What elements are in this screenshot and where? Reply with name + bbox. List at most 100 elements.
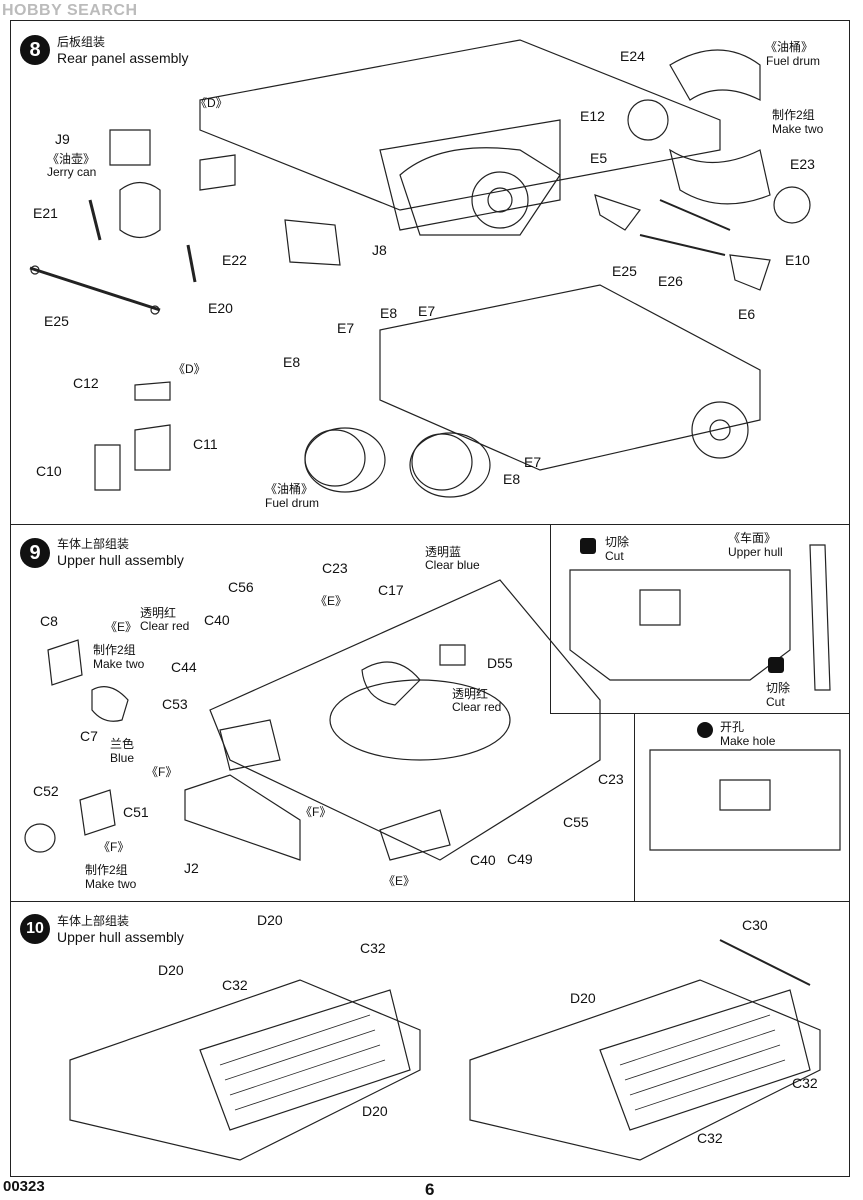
f-marker-3: 《F》 (98, 840, 130, 854)
road-wheel (471, 171, 529, 229)
cut-1-en: Cut (605, 549, 624, 563)
make-hole-en: Make hole (720, 734, 776, 748)
fuel-drum-half (669, 49, 761, 101)
clear-red-2-zh: 透明红 (452, 687, 489, 701)
part-j9: J9 (55, 131, 70, 147)
part-d20-d: D20 (570, 990, 596, 1006)
step-8-title-zh: 后板组装 (57, 35, 106, 49)
part-e20: E20 (208, 300, 233, 316)
part-c30: C30 (742, 917, 768, 933)
make-hole-zh: 开孔 (720, 720, 745, 734)
part-e7-a: E7 (337, 320, 355, 336)
part-c23-top: C23 (322, 560, 348, 576)
part-e25-left: E25 (44, 313, 69, 329)
make-two-en-9: Make two (93, 657, 145, 671)
make-two-2-zh: 制作2组 (85, 863, 128, 877)
upper-hull-zh: 《车面》 (728, 531, 777, 545)
clear-blue-zh: 透明蓝 (425, 545, 462, 559)
part-d20-b: D20 (158, 962, 184, 978)
clear-red-en: Clear red (140, 619, 190, 633)
jerry-can-zh: 《油壶》 (47, 152, 96, 166)
part-e26: E26 (658, 273, 683, 289)
part-e7-c: E7 (524, 454, 542, 470)
part-c52: C52 (33, 783, 59, 799)
part-c10: C10 (36, 463, 62, 479)
page-number: 6 (425, 1180, 435, 1199)
e-marker-3: 《E》 (383, 874, 416, 888)
part-c32-c: C32 (792, 1075, 818, 1091)
part-c55: C55 (563, 814, 589, 830)
blue-en: Blue (110, 751, 135, 765)
e-marker-1: 《E》 (315, 594, 348, 608)
part-e25-right: E25 (612, 263, 637, 279)
part-e8-c: E8 (503, 471, 521, 487)
part-e8-b: E8 (283, 354, 301, 370)
fuel-drum-2-en: Fuel drum (265, 496, 320, 510)
step-10-number: 10 (20, 914, 50, 944)
product-code: 00323 (3, 1178, 45, 1195)
cut-1-zh: 切除 (605, 535, 630, 549)
part-c7: C7 (80, 728, 98, 744)
part-e24: E24 (620, 48, 645, 64)
clear-red-2-en: Clear red (452, 700, 502, 714)
part-c40-top: C40 (204, 612, 230, 628)
fuel-drum-left (304, 427, 386, 493)
part-e23: E23 (790, 156, 815, 172)
fuel-drum-en: Fuel drum (766, 54, 821, 68)
clear-blue-en: Clear blue (425, 558, 480, 572)
clear-red-zh: 透明红 (140, 606, 177, 620)
make-two-zh-9: 制作2组 (93, 643, 136, 657)
step-9-title-zh: 车体上部组装 (57, 537, 130, 551)
part-e7-b: E7 (418, 303, 436, 319)
part-c12: C12 (73, 375, 99, 391)
part-j2: J2 (184, 860, 199, 876)
part-c23-right: C23 (598, 771, 624, 787)
d-marker-2: 《D》 (173, 362, 206, 376)
part-e6: E6 (738, 306, 756, 322)
part-e10: E10 (785, 252, 810, 268)
part-j8: J8 (372, 242, 387, 258)
step-9-number: 9 (20, 538, 50, 568)
part-d55: D55 (487, 655, 513, 671)
part-e8-a: E8 (380, 305, 398, 321)
make-two-en: Make two (772, 122, 824, 136)
hull-outline-top (199, 39, 721, 211)
step-8-title-en: Rear panel assembly (57, 50, 189, 66)
upper-hull-right (469, 979, 821, 1161)
cut-icon-2 (768, 657, 784, 673)
f-marker-2: 《F》 (300, 805, 332, 819)
part-c53: C53 (162, 696, 188, 712)
fuel-drum-2-zh: 《油桶》 (265, 482, 314, 496)
step-10-panel (10, 901, 850, 1177)
part-c40-bottom: C40 (470, 852, 496, 868)
upper-hull-en: Upper hull (728, 545, 783, 559)
part-d20-c: D20 (362, 1103, 388, 1119)
part-c11: C11 (193, 436, 218, 452)
make-two-2-en: Make two (85, 877, 137, 891)
part-c56: C56 (228, 579, 254, 595)
upper-hull-left (69, 979, 421, 1161)
watermark: HOBBY SEARCH (2, 2, 138, 19)
part-c32-a: C32 (360, 940, 386, 956)
step-9-title-en: Upper hull assembly (57, 552, 184, 568)
part-c49: C49 (507, 851, 533, 867)
part-e5: E5 (590, 150, 608, 166)
blue-zh: 兰色 (110, 737, 135, 751)
part-c44: C44 (171, 659, 197, 675)
part-c51: C51 (123, 804, 149, 820)
step-10-title-en: Upper hull assembly (57, 929, 184, 945)
part-e12: E12 (580, 108, 605, 124)
part-c32-b: C32 (222, 977, 248, 993)
cut-2-en: Cut (766, 695, 785, 709)
d-marker: 《D》 (195, 96, 228, 110)
part-e22: E22 (222, 252, 247, 268)
e-marker-2: 《E》 (105, 620, 138, 634)
f-marker-1: 《F》 (146, 765, 178, 779)
part-e21: E21 (33, 205, 58, 221)
step-10-title-zh: 车体上部组装 (57, 914, 130, 928)
cut-icon (580, 538, 596, 554)
part-d20-a: D20 (257, 912, 283, 928)
fuel-drum-zh: 《油桶》 (765, 40, 814, 54)
part-c32-d: C32 (697, 1130, 723, 1146)
